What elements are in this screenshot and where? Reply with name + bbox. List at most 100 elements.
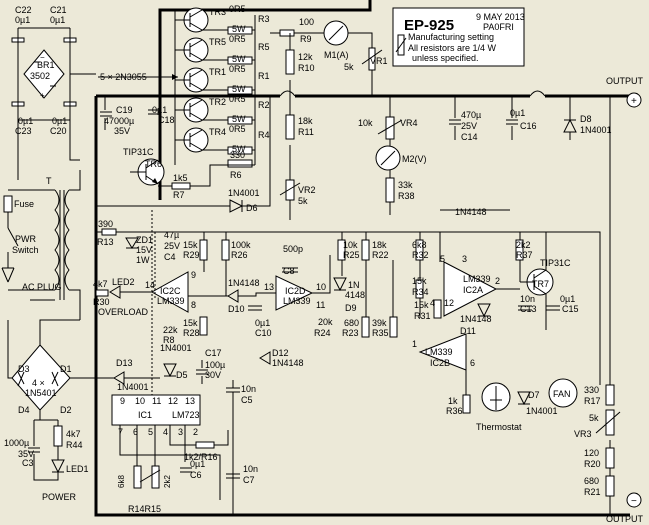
label-r32: R32 bbox=[412, 250, 429, 260]
label-r29: R29 bbox=[183, 250, 200, 260]
output-negative-terminal[interactable] bbox=[626, 492, 642, 508]
pass-labels: TR3 TR5 TR1 TR2 TR4 0R5 5W R3 0R5 5W R5 … bbox=[209, 4, 270, 180]
transistor-tr5 bbox=[175, 37, 255, 65]
value-r5: 0R5 bbox=[229, 34, 246, 44]
label-c10: C10 bbox=[255, 328, 272, 338]
label-tr5: TR5 bbox=[209, 37, 226, 47]
output-terminals[interactable]: + OUTPUT − OUTPUT bbox=[606, 76, 644, 524]
label-c21: C21 bbox=[50, 5, 67, 15]
ic1-body bbox=[111, 394, 201, 426]
label-c22: C22 bbox=[15, 5, 32, 15]
label-c13: C13 bbox=[520, 304, 537, 314]
value-r31: 15k bbox=[414, 300, 429, 310]
rating-r1: 5W bbox=[232, 84, 246, 94]
label-d11: D11 bbox=[460, 326, 476, 336]
fan-motor bbox=[548, 378, 578, 408]
value-r28: 15k bbox=[183, 318, 198, 328]
label-r24: R24 bbox=[314, 328, 331, 338]
value-vr1: 5k bbox=[344, 62, 354, 72]
value-r35: 39k bbox=[372, 318, 387, 328]
label-r13: R13 bbox=[97, 237, 114, 247]
resistor-r6 bbox=[227, 159, 253, 168]
output-positive-terminal[interactable] bbox=[626, 92, 642, 108]
bridge-plus: + bbox=[40, 91, 45, 100]
part-d10: 1N4148 bbox=[228, 278, 260, 288]
label-r6: R6 bbox=[230, 170, 242, 180]
meter-section: 100 R9 M1(A) 5k VR1 12k R10 18k R11 VR2 … bbox=[270, 17, 427, 220]
volt-c4: 25V bbox=[164, 241, 180, 251]
ic1-pin-2: 2 bbox=[193, 427, 198, 437]
label-d8: D8 bbox=[580, 114, 592, 124]
label-vr1: VR1 bbox=[370, 56, 388, 66]
label-d5: D5 bbox=[176, 370, 188, 380]
comparator-ic2a bbox=[443, 261, 498, 317]
label-led2: LED2 bbox=[112, 277, 135, 287]
label-r28: R28 bbox=[183, 328, 200, 338]
label-tr6: TR6 bbox=[145, 159, 162, 169]
pin-ic2a-4: 4 bbox=[430, 298, 435, 308]
label-r7: R7 bbox=[173, 190, 185, 200]
value-vr4: 10k bbox=[358, 118, 373, 128]
value-r13: 390 bbox=[98, 219, 113, 229]
volt-c17: 30V bbox=[205, 370, 221, 380]
label-c6: C6 bbox=[190, 470, 202, 480]
label-d4: D4 bbox=[18, 405, 30, 415]
label-ic1: IC1 bbox=[138, 410, 152, 420]
pin-ic2a-2: 2 bbox=[495, 276, 500, 286]
label-led1: LED1 bbox=[66, 464, 89, 474]
pin-ic2a-12: 12 bbox=[444, 298, 454, 308]
value-r7: 1k5 bbox=[173, 173, 188, 183]
value-c20: 0µ1 bbox=[52, 116, 67, 126]
part-d5: 1N4001 bbox=[160, 343, 192, 353]
value-r10: 12k bbox=[298, 52, 313, 62]
value-r15: 2k2 bbox=[163, 475, 172, 488]
value-c10: 0µ1 bbox=[255, 318, 270, 328]
ic-lm723: IC1 LM723 9 10 11 12 13 7 6 5 4 3 2 1k2/… bbox=[111, 394, 258, 515]
label-r35: R35 bbox=[372, 328, 389, 338]
value-r36: 1k bbox=[448, 396, 458, 406]
label-r5: R5 bbox=[258, 42, 270, 52]
label-plug: AC PLUG bbox=[22, 282, 62, 292]
label-c16: C16 bbox=[520, 121, 537, 131]
transistor-tr1 bbox=[175, 67, 255, 95]
part-ic1: LM723 bbox=[172, 410, 200, 420]
label-c18: C18 bbox=[158, 115, 175, 125]
label-d12: D12 bbox=[272, 348, 289, 358]
value-r22: 18k bbox=[372, 240, 387, 250]
label-fuse: Fuse bbox=[14, 199, 34, 209]
transistor-leads bbox=[175, 39, 228, 61]
value-c22: 0µ1 bbox=[15, 15, 30, 25]
value-r26: 100k bbox=[231, 240, 251, 250]
fuse bbox=[3, 195, 13, 213]
value-r30: 4k7 bbox=[93, 279, 108, 289]
label-r37: R37 bbox=[516, 250, 533, 260]
label-r9: R9 bbox=[300, 34, 312, 44]
label-r8: R8 bbox=[163, 335, 175, 345]
label-power: POWER bbox=[42, 492, 77, 502]
label-c14: C14 bbox=[461, 132, 478, 142]
output-divider: 330 R17 5k VR3 120 R20 680 R21 bbox=[574, 384, 621, 497]
label-r17: R17 bbox=[584, 396, 601, 406]
label-c3: C3 bbox=[22, 458, 34, 468]
part-ic2b: LM339 bbox=[425, 347, 453, 357]
label-transformer: T bbox=[46, 176, 52, 186]
value-r23: 680 bbox=[344, 318, 359, 328]
label-c8: C8 bbox=[283, 266, 295, 276]
label-d9: D9 bbox=[345, 303, 357, 313]
value-c17: 100µ bbox=[205, 360, 225, 370]
title-block: EP-925 9 MAY 2013 PA0FRI Manufacturing s… bbox=[392, 7, 525, 67]
title-date: 9 MAY 2013 bbox=[476, 12, 525, 22]
value-r4: 0R5 bbox=[229, 124, 246, 134]
ic1-pin-4: 4 bbox=[163, 427, 168, 437]
title-note-3: unless specified. bbox=[412, 53, 479, 63]
label-ic2d: IC2D bbox=[285, 286, 306, 296]
label-c7: C7 bbox=[243, 475, 255, 485]
pin-ic2d-11: 11 bbox=[316, 300, 325, 310]
label-c5: C5 bbox=[241, 395, 253, 405]
value-c15: 0µ1 bbox=[560, 294, 575, 304]
plus-sign: + bbox=[631, 96, 637, 107]
label-d6: D6 bbox=[246, 203, 258, 213]
rating-r3: 5W bbox=[232, 24, 246, 34]
rail-crossovers bbox=[279, 90, 546, 97]
